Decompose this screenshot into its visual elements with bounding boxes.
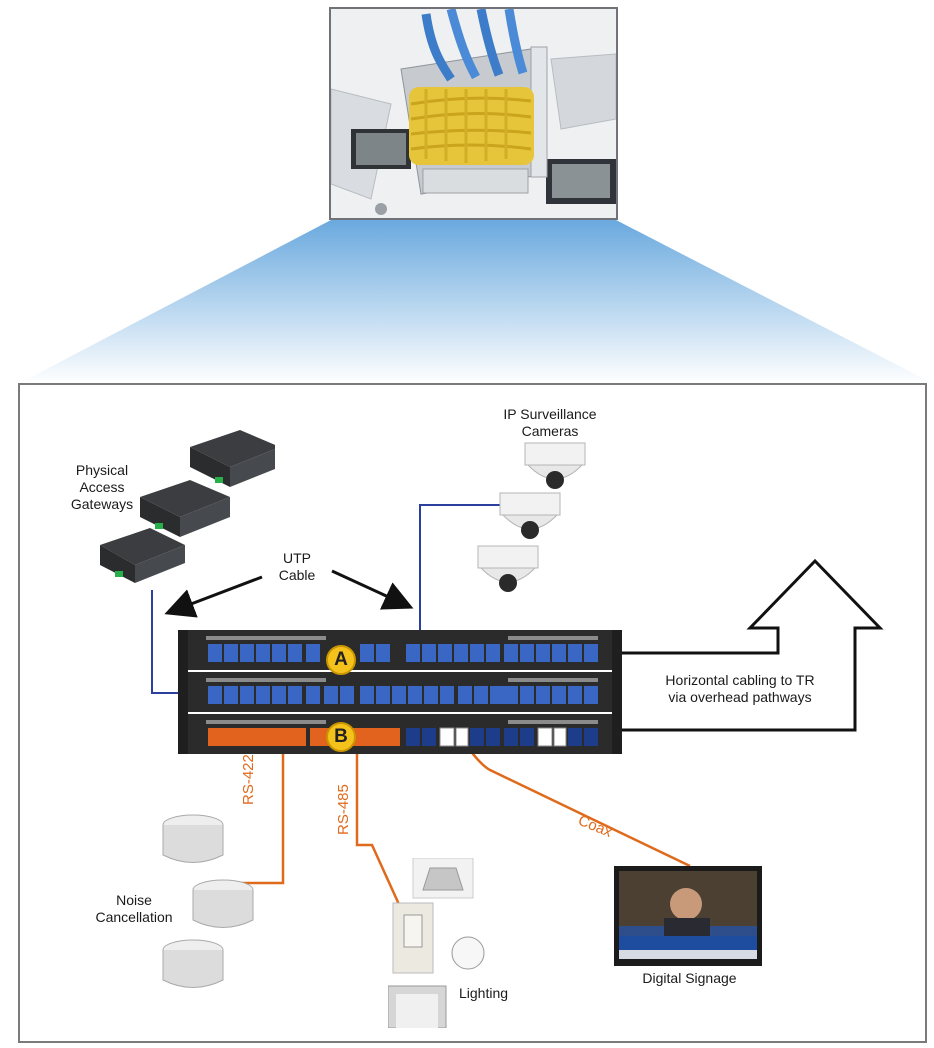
horizontal-cabling-arrow [618,558,884,732]
label-digital-signage: Digital Signage [642,970,737,986]
access-gateway-devices [100,430,275,583]
noise-unit-2 [192,879,254,928]
gateway-device-top [190,430,275,487]
occupancy-sensor [451,936,485,970]
noise-unit-1 [162,814,224,863]
dimmer-switch [392,902,434,974]
digital-signage-display [614,866,762,966]
camera-device-1 [524,442,586,489]
utp-arrow-left [164,575,263,618]
door-frame [388,985,447,1028]
ceiling-enclosure-photo [329,7,618,220]
badge-b: B [326,722,356,752]
noise-cancellation-devices [162,814,254,988]
camera-device-2 [499,492,561,539]
zoom-gradient-wedge [18,220,934,384]
label-utp-cable: UTP Cable [278,550,316,583]
label-rs485: RS-485 [335,784,352,835]
label-lighting: Lighting [459,985,509,1001]
utp-line-cameras [419,504,503,645]
rs485-line [355,730,409,923]
badge-a: A [326,645,356,675]
label-access-gateways: Physical Access Gateways [70,462,134,512]
label-rs422: RS-422 [240,754,257,805]
label-horizontal-cabling: Horizontal cabling to TR via overhead pa… [665,672,815,705]
gateway-device-bottom [100,528,185,583]
camera-device-3 [477,545,539,592]
utp-arrow-right [331,569,414,610]
patch-panel-stack [178,630,622,754]
rs422-line [240,730,285,885]
coax-line [459,737,691,868]
gateway-device-middle [140,480,230,537]
pendant-light [412,858,474,899]
label-noise-cancellation: Noise Cancellation [95,892,173,925]
noise-unit-3 [162,939,224,988]
lighting-devices [388,858,485,1028]
ip-camera-devices [477,442,586,592]
label-ip-cameras: IP Surveillance Cameras [503,406,597,439]
